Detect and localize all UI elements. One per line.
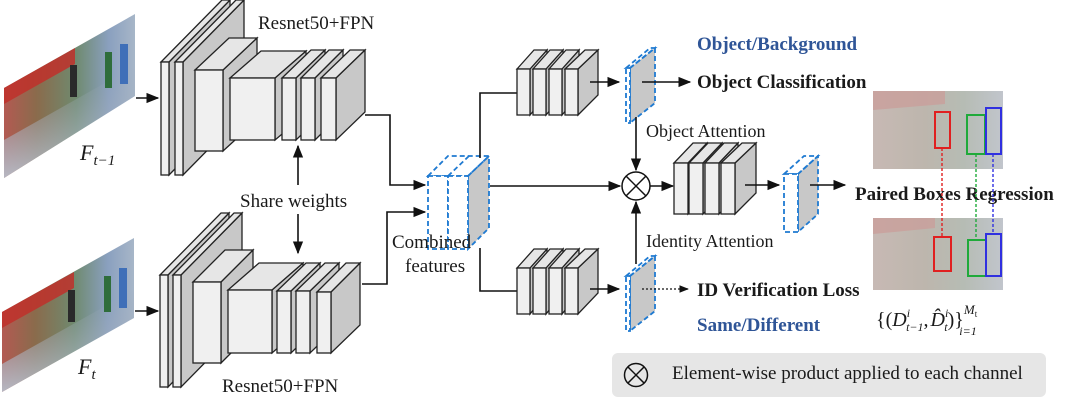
storefront-sign (873, 91, 945, 110)
floor-shading (2, 290, 134, 392)
floor-shading (4, 66, 135, 178)
paired-boxes-regression-label: Paired Boxes Regression (855, 184, 1054, 205)
regression-output-map (781, 153, 821, 235)
elementwise-product-icon (621, 171, 651, 201)
conv-layer (563, 247, 600, 316)
backbone-bottom-label: Resnet50+FPN (222, 376, 339, 397)
backbone-bottom (158, 211, 362, 389)
connector-top-backbone-to-combined (365, 114, 427, 191)
object-classification-label: Object Classification (697, 72, 867, 93)
backbone-layer (315, 261, 362, 355)
backbone-top (159, 0, 367, 177)
storefront-sign (4, 48, 75, 104)
storefront-sign (873, 218, 935, 234)
tracking-box-red (933, 236, 952, 272)
frame-label-prev: Ft−1 (79, 140, 115, 169)
input-frame-prev (4, 14, 135, 178)
id-verification-loss-label: ID Verification Loss (697, 280, 860, 301)
same-different-label: Same/Different (697, 315, 821, 336)
frame-label-curr: Ft (77, 354, 96, 383)
conv-layer (719, 141, 758, 216)
combined-features-label-1: Combined (392, 232, 472, 253)
identity-attention-label: Identity Attention (646, 231, 774, 251)
pedestrian (119, 268, 127, 308)
legend-box: Element-wise product applied to each cha… (612, 353, 1046, 397)
connector-combined-to-object-branch (479, 92, 517, 158)
regression-conv-stack (672, 141, 758, 216)
backbone-top-label: Resnet50+FPN (258, 13, 375, 34)
output-frame-curr (873, 218, 1003, 290)
output-frame-prev (873, 91, 1003, 169)
combined-features-block (425, 153, 492, 252)
pedestrian (105, 52, 112, 88)
object-background-label: Object/Background (697, 34, 858, 55)
legend-text: Element-wise product applied to each cha… (672, 363, 1023, 384)
input-frame-curr (2, 238, 134, 392)
identity-attention-map (623, 254, 658, 333)
pedestrian (68, 290, 75, 322)
otimes-icon (623, 362, 649, 388)
storefront-sign (2, 272, 74, 328)
identity-branch-conv-stack (515, 247, 600, 316)
pedestrian (120, 44, 128, 84)
connector-bottom-backbone-to-combined (362, 206, 427, 285)
share-weights-label: Share weights (240, 191, 347, 212)
connector-combined-to-identity-branch (479, 248, 517, 292)
tracking-box-blue (985, 233, 1002, 277)
backbone-layer (319, 48, 367, 142)
pedestrian (104, 276, 111, 312)
object-attention-label: Object Attention (646, 121, 765, 141)
combined-features-label-2: features (405, 256, 465, 277)
object-attention-map (623, 46, 658, 125)
object-branch-conv-stack (515, 48, 600, 117)
pedestrian (70, 65, 77, 97)
conv-layer (563, 48, 600, 117)
